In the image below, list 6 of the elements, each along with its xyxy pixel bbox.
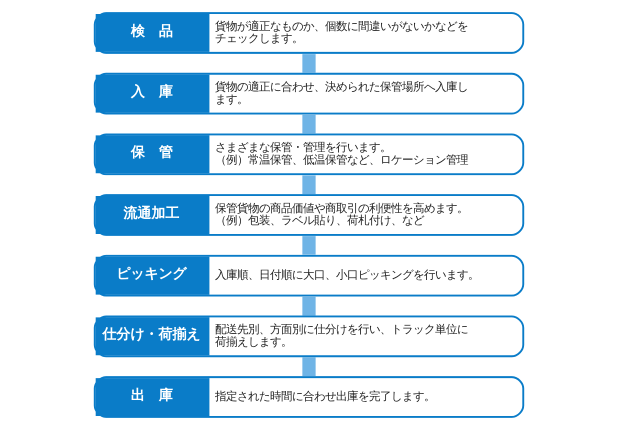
- connector: [302, 296, 316, 316]
- connector: [302, 114, 316, 134]
- connector: [302, 54, 316, 73]
- connector: [302, 236, 316, 255]
- connector: [302, 176, 316, 194]
- connector: [302, 358, 316, 376]
